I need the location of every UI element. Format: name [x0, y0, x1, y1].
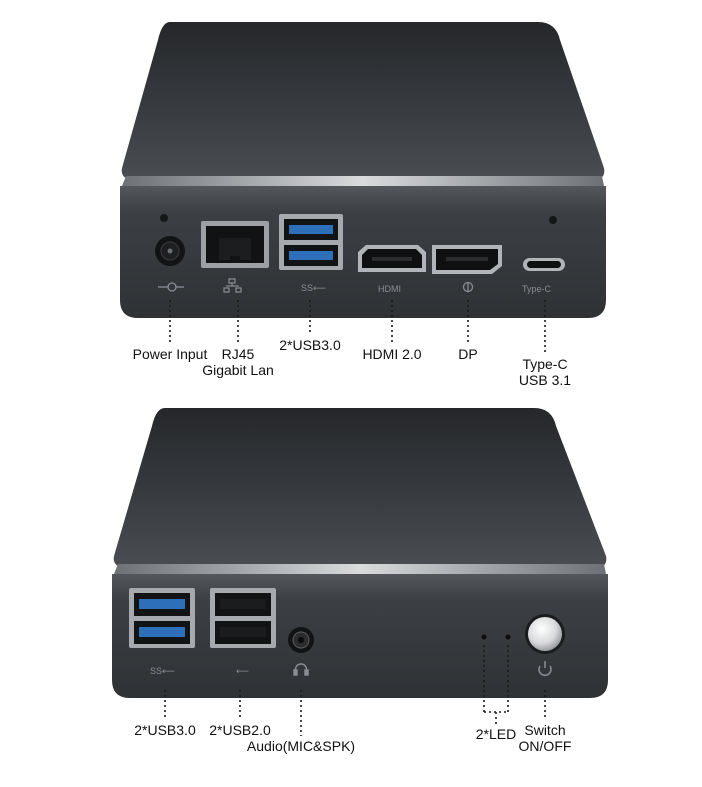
rj45-port — [201, 221, 269, 268]
displayport-icon — [462, 281, 474, 293]
label-led-text: 2*LED — [475, 726, 517, 742]
hdmi-port — [358, 245, 426, 272]
label-led: 2*LED — [466, 726, 526, 742]
screw-hole — [549, 216, 557, 224]
label-rj45-line1: RJ45 — [221, 346, 255, 362]
audio-jack — [288, 627, 314, 653]
label-usb30-top-text: 2*USB3.0 — [279, 337, 341, 353]
label-audio-text: Audio(MIC&SPK) — [246, 738, 356, 754]
label-usb30-bottom-text: 2*USB3.0 — [134, 722, 196, 738]
label-typec: Type-C USB 3.1 — [505, 356, 585, 388]
label-switch: Switch ON/OFF — [510, 722, 580, 754]
label-audio: Audio(MIC&SPK) — [246, 738, 356, 754]
label-dp-text: DP — [458, 346, 478, 362]
usb3-port-stack — [279, 214, 343, 270]
label-power-input: Power Input — [120, 346, 220, 362]
led-indicator — [505, 634, 511, 640]
hdmi-marking: HDMI — [378, 284, 401, 294]
top-unit: SS⟵ HDMI Type-C — [120, 22, 606, 354]
label-hdmi: HDMI 2.0 — [352, 346, 432, 362]
power-symbol-icon — [158, 282, 184, 292]
label-switch-line1: Switch — [524, 722, 566, 738]
front-usb2-port-stack — [210, 588, 276, 648]
bottom-unit-edge-highlight — [114, 564, 606, 574]
label-rj45-line2: Gigabit Lan — [202, 362, 274, 378]
usb3-marking: SS⟵ — [301, 283, 326, 293]
label-power-input-text: Power Input — [132, 346, 208, 362]
front-usb2-marking: ⟵ — [236, 666, 249, 676]
typec-marking: Type-C — [522, 284, 552, 294]
headphone-icon — [293, 663, 309, 676]
led-indicator — [481, 634, 487, 640]
network-icon — [223, 278, 242, 293]
power-jack — [155, 236, 185, 266]
top-unit-lid — [121, 22, 605, 180]
typec-port — [523, 258, 565, 271]
power-button — [525, 614, 565, 654]
top-unit-edge-highlight — [122, 176, 604, 186]
label-typec-line2: USB 3.1 — [518, 372, 572, 388]
label-hdmi-text: HDMI 2.0 — [362, 346, 422, 362]
label-usb30-bottom: 2*USB3.0 — [120, 722, 210, 738]
bottom-unit-lid — [113, 408, 607, 568]
label-rj45: RJ45 Gigabit Lan — [193, 346, 283, 378]
label-typec-line1: Type-C — [522, 356, 568, 372]
front-usb3-marking: SS⟵ — [150, 666, 175, 676]
bottom-leader-lines — [164, 645, 546, 736]
label-usb20: 2*USB2.0 — [195, 722, 285, 738]
power-icon — [538, 661, 552, 676]
displayport-port — [432, 245, 502, 274]
label-usb30-top: 2*USB3.0 — [265, 337, 355, 353]
top-leader-lines — [169, 300, 546, 354]
label-dp: DP — [448, 346, 488, 362]
label-switch-line2: ON/OFF — [518, 738, 572, 754]
screw-hole — [160, 214, 168, 222]
label-usb20-text: 2*USB2.0 — [209, 722, 271, 738]
front-usb3-port-stack — [129, 588, 195, 648]
bottom-unit: SS⟵ ⟵ — [112, 408, 608, 736]
